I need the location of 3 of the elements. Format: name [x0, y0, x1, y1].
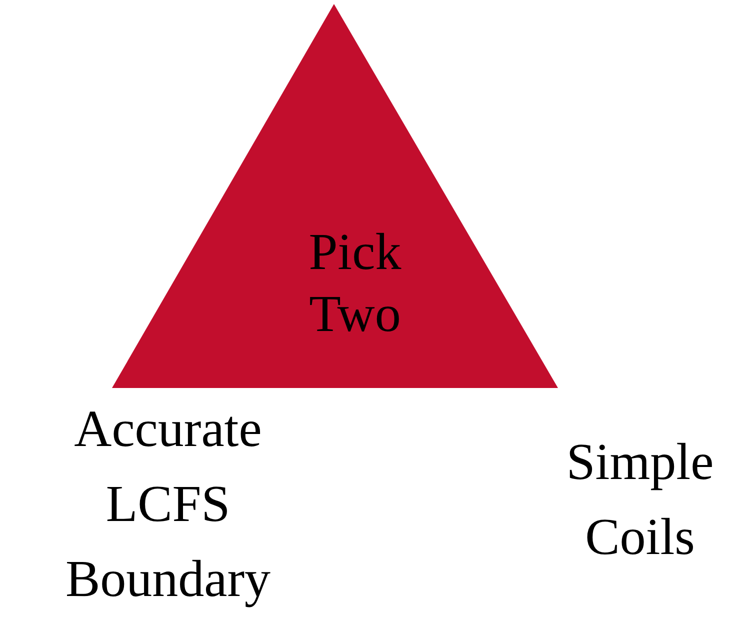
corner-label: Simple Coils	[565, 433, 715, 568]
node-label: Pick Two	[308, 223, 402, 345]
corner-label: Accurate LCFS Boundary	[64, 400, 272, 610]
